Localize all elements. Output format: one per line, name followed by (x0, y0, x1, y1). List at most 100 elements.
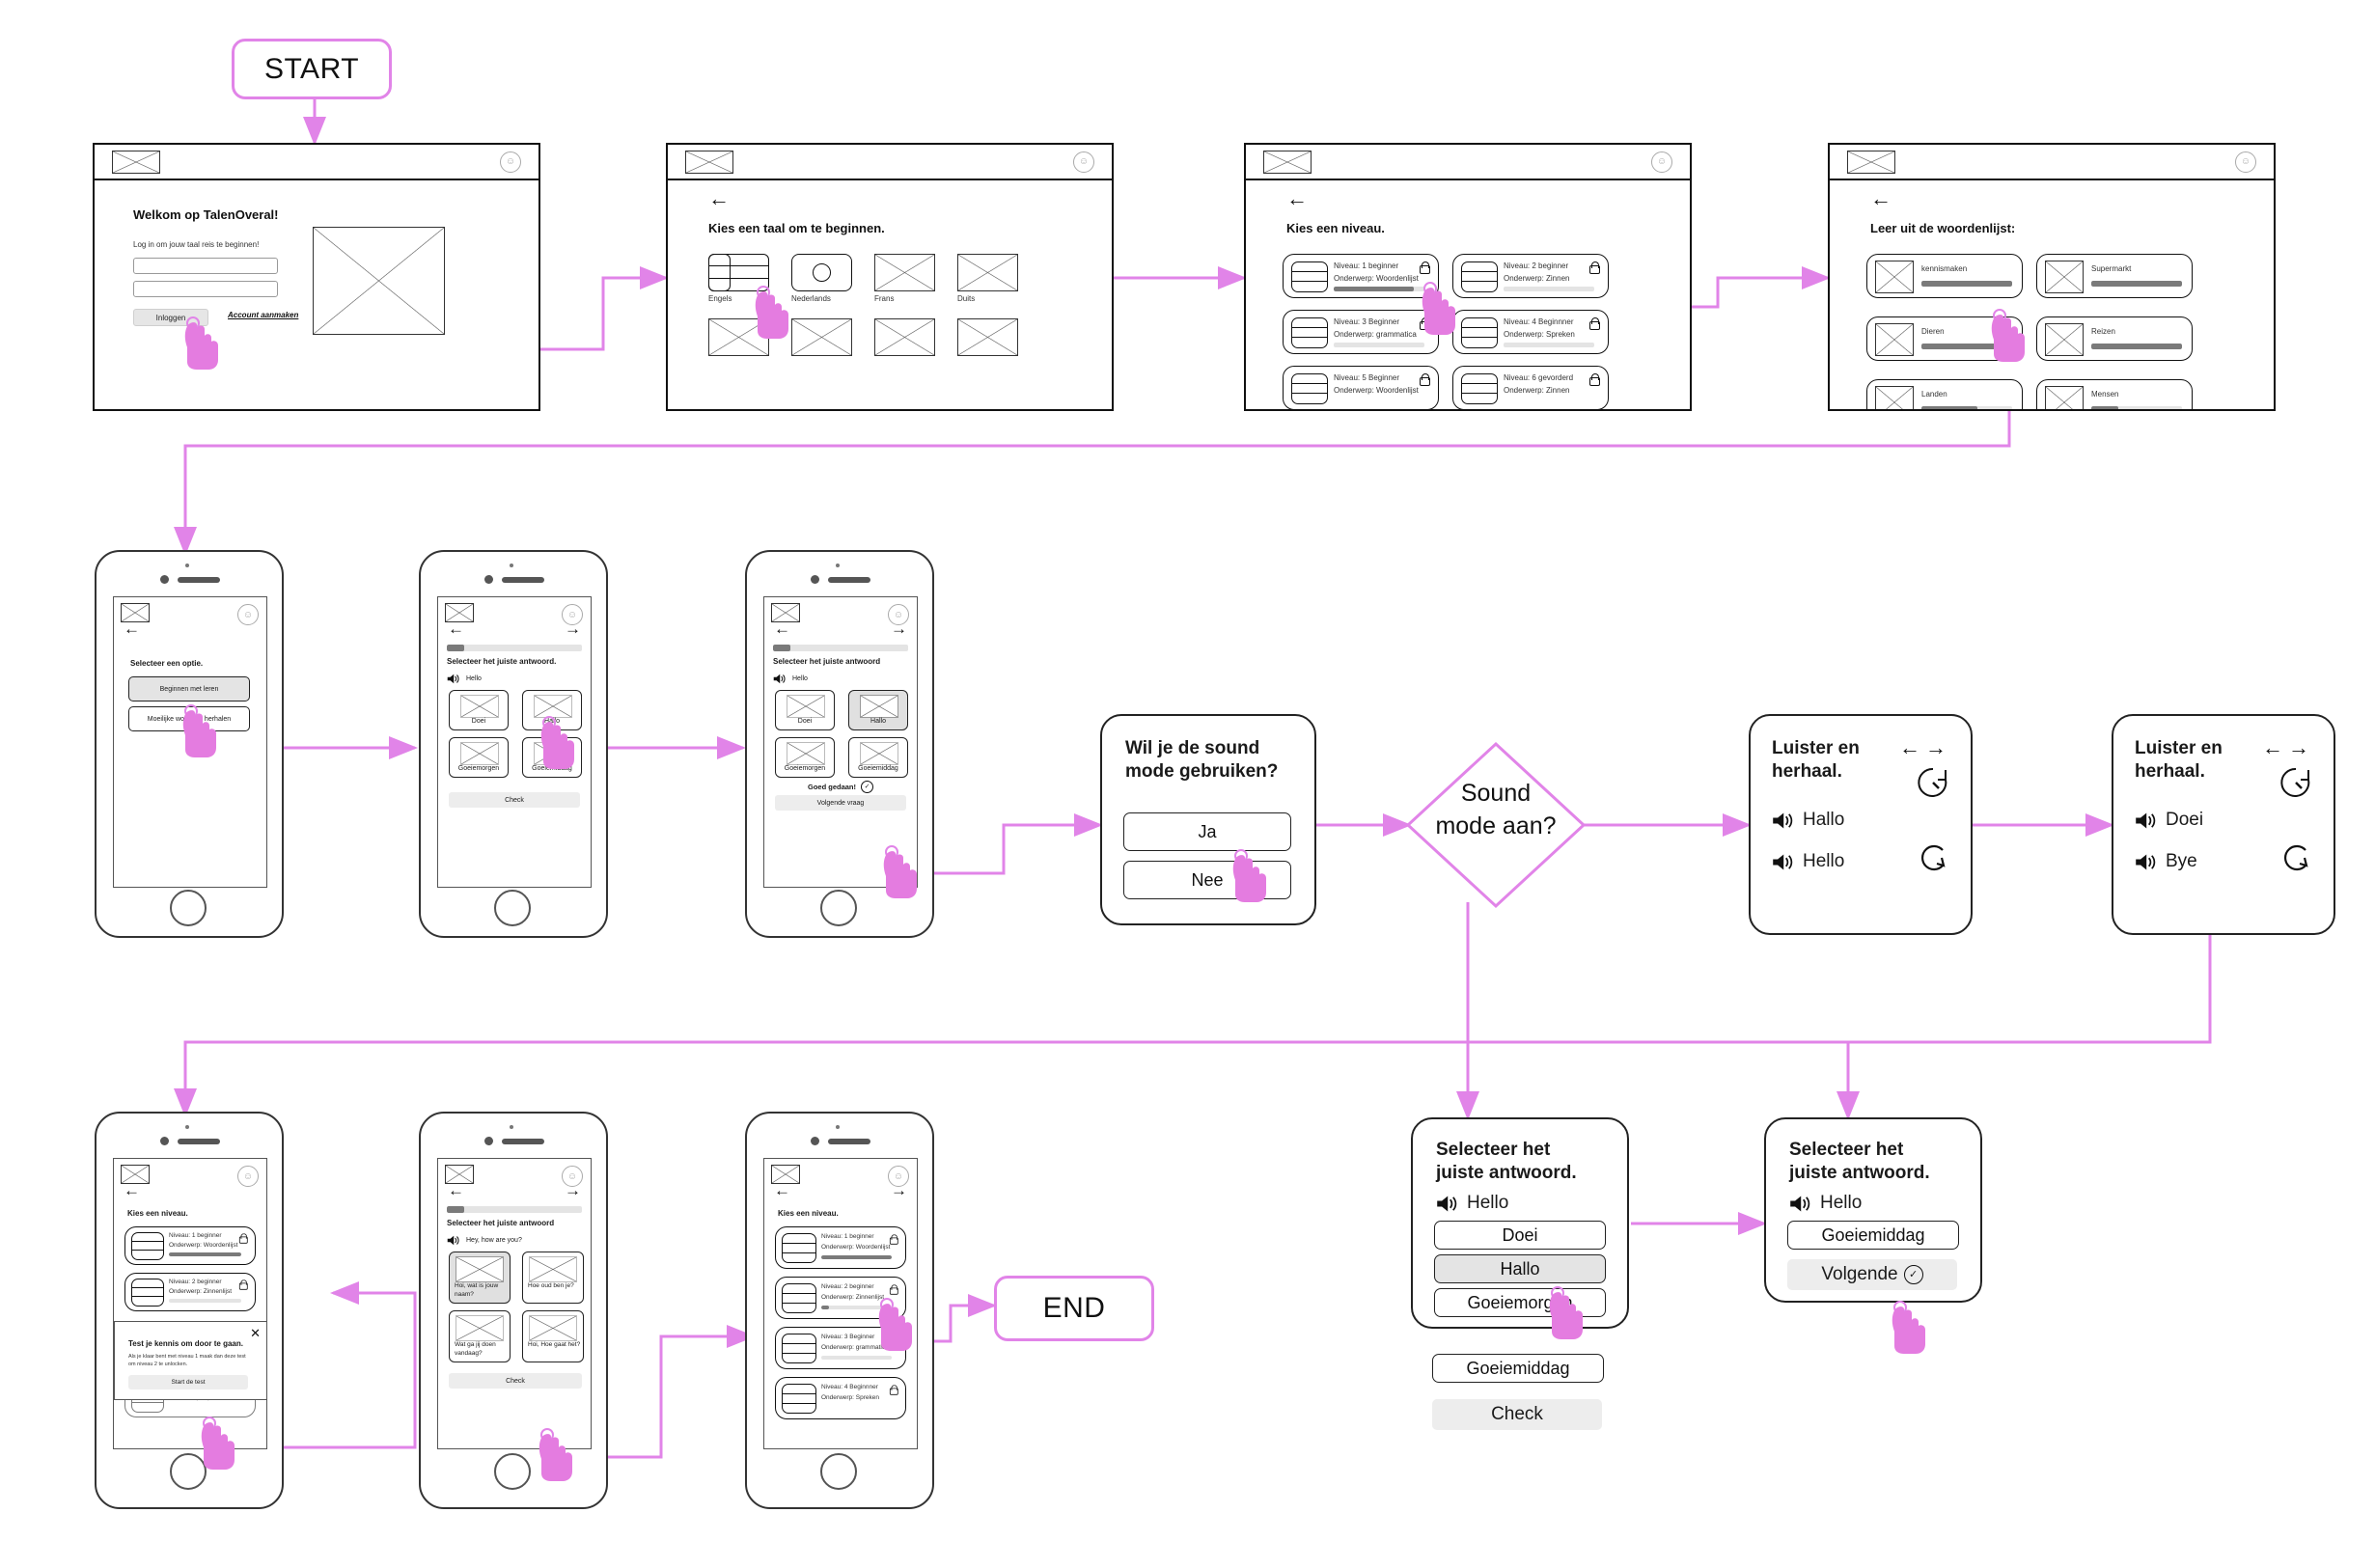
level-card[interactable]: Niveau: 2 beginner Onderwerp: Zinnen (1452, 254, 1609, 298)
speaker-icon[interactable] (447, 1235, 459, 1246)
level-card[interactable]: Niveau: 1 beginner Onderwerp: Woordenlij… (124, 1226, 256, 1265)
home-button[interactable] (170, 1453, 207, 1490)
replay-icon[interactable] (2283, 844, 2312, 873)
create-account-link[interactable]: Account aanmaken (228, 311, 299, 319)
answer-tile[interactable]: Hoi, Hoe gaat het? (522, 1310, 584, 1362)
sound-mode-no-button[interactable]: Nee (1123, 861, 1291, 899)
home-button[interactable] (494, 890, 531, 926)
account-avatar-icon[interactable]: ☺ (1073, 151, 1094, 173)
answer-tile[interactable]: Goeiemorgen (775, 737, 835, 778)
option-button-start-learning[interactable]: Beginnen met leren (128, 676, 250, 701)
account-avatar-icon[interactable]: ☺ (888, 604, 909, 625)
home-button[interactable] (820, 890, 857, 926)
timer-icon[interactable] (1917, 766, 1949, 799)
check-button[interactable]: Check (449, 792, 580, 808)
word-card[interactable]: Dieren (1866, 316, 2023, 361)
timer-icon[interactable] (2279, 766, 2312, 799)
back-arrow-icon[interactable]: ← (1870, 186, 1892, 210)
speaker-icon[interactable] (2135, 812, 2156, 830)
account-avatar-icon[interactable]: ☺ (562, 604, 583, 625)
account-avatar-icon[interactable]: ☺ (500, 151, 521, 173)
speaker-icon[interactable] (1789, 1195, 1810, 1213)
level-card[interactable]: Niveau: 1 beginner Onderwerp: Woordenlij… (775, 1226, 906, 1269)
level-card[interactable]: Niveau: 4 Beginnner Onderwerp: Spreken (1452, 310, 1609, 354)
word-card[interactable]: Landen (1866, 379, 2023, 409)
email-field[interactable] (133, 258, 278, 274)
close-icon[interactable]: ✕ (250, 1326, 261, 1340)
back-arrow-icon[interactable]: ← (124, 1181, 140, 1199)
speaker-icon[interactable] (447, 674, 459, 684)
password-field[interactable] (133, 281, 278, 297)
answer-tile[interactable]: Goeiemiddag (522, 737, 582, 778)
answer-option-goeiemiddag[interactable]: Goeiemiddag (1432, 1354, 1604, 1383)
answer-option-goeiemorgen[interactable]: Goeiemorgen (1434, 1288, 1606, 1317)
answer-tile[interactable]: Doei (775, 690, 835, 730)
answer-tile[interactable]: Hoe oud ben je? (522, 1252, 584, 1304)
account-avatar-icon[interactable]: ☺ (2235, 151, 2256, 173)
home-button[interactable] (170, 890, 207, 926)
next-question-button[interactable]: Volgende vraag (775, 795, 906, 811)
answer-tile-selected[interactable]: Hallo (848, 690, 908, 730)
next-button[interactable]: Volgende ✓ (1787, 1259, 1957, 1290)
answer-tile[interactable]: Goeiemorgen (449, 737, 509, 778)
replay-icon[interactable] (1920, 844, 1949, 873)
language-tile-extra-4[interactable] (957, 318, 1018, 356)
answer-tile-selected[interactable]: Hoi, wat is jouw naam? (449, 1252, 511, 1304)
language-tile-extra-3[interactable] (874, 318, 935, 356)
account-avatar-icon[interactable]: ☺ (1651, 151, 1672, 173)
word-card[interactable]: Reizen (2036, 316, 2193, 361)
speaker-icon[interactable] (773, 674, 786, 684)
back-arrow-icon[interactable]: ← (774, 619, 790, 638)
language-tile-nederlands[interactable] (791, 254, 852, 291)
check-button[interactable]: Check (449, 1373, 582, 1389)
home-button[interactable] (820, 1453, 857, 1490)
speaker-icon[interactable] (1436, 1195, 1457, 1213)
account-avatar-icon[interactable]: ☺ (237, 1166, 259, 1187)
level-card[interactable]: Niveau: 2 beginner Onderwerp: Zinnenlijs… (775, 1277, 906, 1319)
option-button-repeat-words[interactable]: Moeilijke woordjes herhalen (128, 706, 250, 731)
level-card[interactable]: Niveau: 5 Beginner Onderwerp: Woordenlij… (1283, 366, 1439, 409)
word-card[interactable]: Mensen (2036, 379, 2193, 409)
forward-arrow-icon[interactable]: → (891, 1181, 907, 1199)
speaker-icon[interactable] (1772, 812, 1793, 830)
speaker-icon[interactable] (1772, 853, 1793, 871)
answer-option-doei[interactable]: Doei (1434, 1221, 1606, 1250)
level-card[interactable]: Niveau: 2 beginner Onderwerp: Zinnenlijs… (124, 1273, 256, 1311)
language-tile-frans[interactable] (874, 254, 935, 291)
back-arrow-icon[interactable]: ← (448, 619, 464, 638)
left-right-arrows-icon[interactable]: ←→ (1899, 735, 1951, 759)
account-avatar-icon[interactable]: ☺ (562, 1166, 583, 1187)
answer-option-goeiemiddag[interactable]: Goeiemiddag (1787, 1221, 1959, 1250)
forward-arrow-icon[interactable]: → (565, 619, 581, 638)
account-avatar-icon[interactable]: ☺ (237, 604, 259, 625)
back-arrow-icon[interactable]: ← (124, 619, 140, 638)
level-card[interactable]: Niveau: 3 Beginner Onderwerp: grammatica (775, 1327, 906, 1369)
language-tile-duits[interactable] (957, 254, 1018, 291)
answer-tile[interactable]: Hallo (522, 690, 582, 730)
back-arrow-icon[interactable]: ← (1286, 186, 1308, 210)
word-card[interactable]: kennismaken (1866, 254, 2023, 298)
level-card[interactable]: Niveau: 4 Beginnner Onderwerp: Spreken (775, 1377, 906, 1419)
home-button[interactable] (494, 1453, 531, 1490)
level-card[interactable]: Niveau: 3 Beginner Onderwerp: grammatica (1283, 310, 1439, 354)
answer-tile[interactable]: Doei (449, 690, 509, 730)
check-button[interactable]: Check (1432, 1399, 1602, 1430)
level-card[interactable]: Niveau: 6 gevorderd Onderwerp: Zinnen (1452, 366, 1609, 409)
sound-mode-yes-button[interactable]: Ja (1123, 812, 1291, 851)
back-arrow-icon[interactable]: ← (708, 186, 730, 210)
language-tile-engels-box[interactable] (708, 254, 769, 291)
forward-arrow-icon[interactable]: → (565, 1181, 581, 1199)
language-tile-extra-1[interactable] (708, 318, 769, 356)
speaker-icon[interactable] (2135, 853, 2156, 871)
back-arrow-icon[interactable]: ← (774, 1181, 790, 1199)
left-right-arrows-icon[interactable]: ←→ (2262, 735, 2314, 759)
answer-tile[interactable]: Goeiemiddag (848, 737, 908, 778)
login-button[interactable]: Inloggen (133, 309, 208, 326)
word-card[interactable]: Supermarkt (2036, 254, 2193, 298)
answer-tile[interactable]: Wat ga jij doen vandaag? (449, 1310, 511, 1362)
account-avatar-icon[interactable]: ☺ (888, 1166, 909, 1187)
language-tile-extra-2[interactable] (791, 318, 852, 356)
forward-arrow-icon[interactable]: → (891, 619, 907, 638)
answer-option-hallo[interactable]: Hallo (1434, 1254, 1606, 1283)
back-arrow-icon[interactable]: ← (448, 1181, 464, 1199)
